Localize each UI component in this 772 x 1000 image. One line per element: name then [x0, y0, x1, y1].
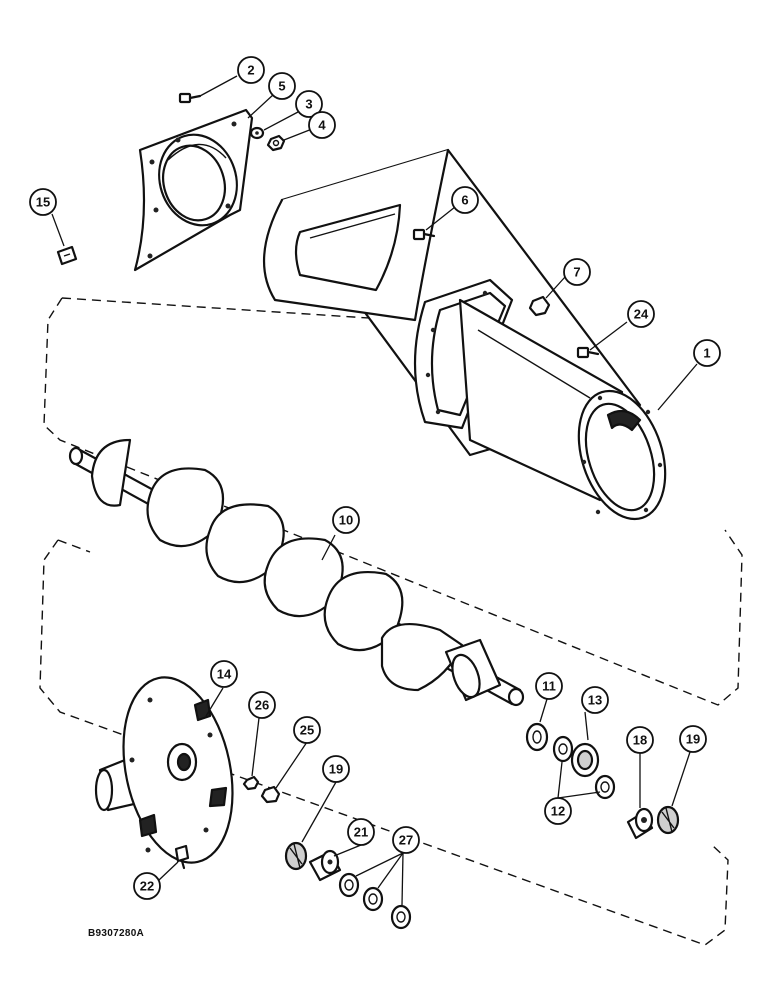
bearing-19-left: [284, 841, 308, 871]
svg-text:24: 24: [634, 307, 649, 322]
bolt-6: [412, 228, 436, 241]
callout-15: 15: [29, 188, 57, 216]
washer-3: [249, 126, 265, 140]
callout-25: 25: [293, 716, 321, 744]
svg-text:26: 26: [255, 698, 269, 713]
mounting-plate: [133, 108, 254, 272]
nut-26: [242, 775, 260, 791]
lower-dashed-boundary: [39, 539, 729, 946]
grease-fitting-22: [174, 844, 190, 870]
callout-11: 11: [535, 672, 563, 700]
callout-7: 7: [563, 258, 591, 286]
svg-text:12: 12: [551, 804, 565, 819]
callout-19-left: 19: [322, 755, 350, 783]
callout-18: 18: [626, 726, 654, 754]
callout-10: 10: [332, 506, 360, 534]
leader-lines: [51, 75, 698, 906]
bolt-2: [178, 92, 202, 104]
callout-27: 27: [392, 826, 420, 854]
svg-text:15: 15: [36, 195, 50, 210]
callout-12: 12: [544, 797, 572, 825]
svg-text:3: 3: [305, 97, 312, 112]
svg-text:18: 18: [633, 733, 647, 748]
washer-12-upper: [552, 735, 574, 763]
nut-25: [260, 785, 281, 804]
drawing-code: B9307280A: [88, 928, 145, 939]
callout-1: 1: [693, 339, 721, 367]
callout-21: 21: [347, 818, 375, 846]
callout-4: 4: [308, 111, 336, 139]
callout-6: 6: [451, 186, 479, 214]
auger: [68, 438, 525, 707]
svg-text:22: 22: [140, 879, 154, 894]
svg-text:25: 25: [300, 723, 314, 738]
svg-text:2: 2: [247, 63, 254, 78]
clip-15: [56, 245, 78, 266]
nut-4: [266, 134, 286, 152]
callout-13: 13: [581, 686, 609, 714]
svg-text:11: 11: [542, 679, 556, 694]
callout-14: 14: [210, 660, 238, 688]
svg-text:5: 5: [278, 79, 285, 94]
svg-text:21: 21: [354, 825, 368, 840]
svg-text:7: 7: [573, 265, 580, 280]
svg-text:6: 6: [461, 193, 468, 208]
washers-27: [338, 872, 412, 930]
bushing-21: [308, 849, 342, 882]
bearing-13: [570, 742, 600, 778]
callout-26: 26: [248, 691, 276, 719]
callout-3: 3: [295, 90, 323, 118]
svg-text:27: 27: [399, 833, 413, 848]
callout-24: 24: [627, 300, 655, 328]
svg-text:13: 13: [588, 693, 602, 708]
svg-text:10: 10: [339, 513, 353, 528]
callout-2: 2: [237, 56, 265, 84]
svg-text:19: 19: [686, 732, 700, 747]
bolt-24: [576, 346, 600, 359]
svg-text:14: 14: [217, 667, 232, 682]
flange-hub: [94, 676, 234, 864]
washer-11: [525, 722, 549, 752]
svg-text:1: 1: [703, 346, 710, 361]
tube-housing: [262, 148, 667, 521]
callout-22: 22: [133, 872, 161, 900]
nut-7: [528, 295, 551, 317]
washer-12-lower: [594, 774, 616, 800]
bushing-18: [626, 807, 654, 840]
bearing-19-right: [656, 805, 680, 835]
callout-19-right: 19: [679, 725, 707, 753]
svg-text:4: 4: [318, 118, 326, 133]
svg-text:19: 19: [329, 762, 343, 777]
callout-5: 5: [268, 72, 296, 100]
